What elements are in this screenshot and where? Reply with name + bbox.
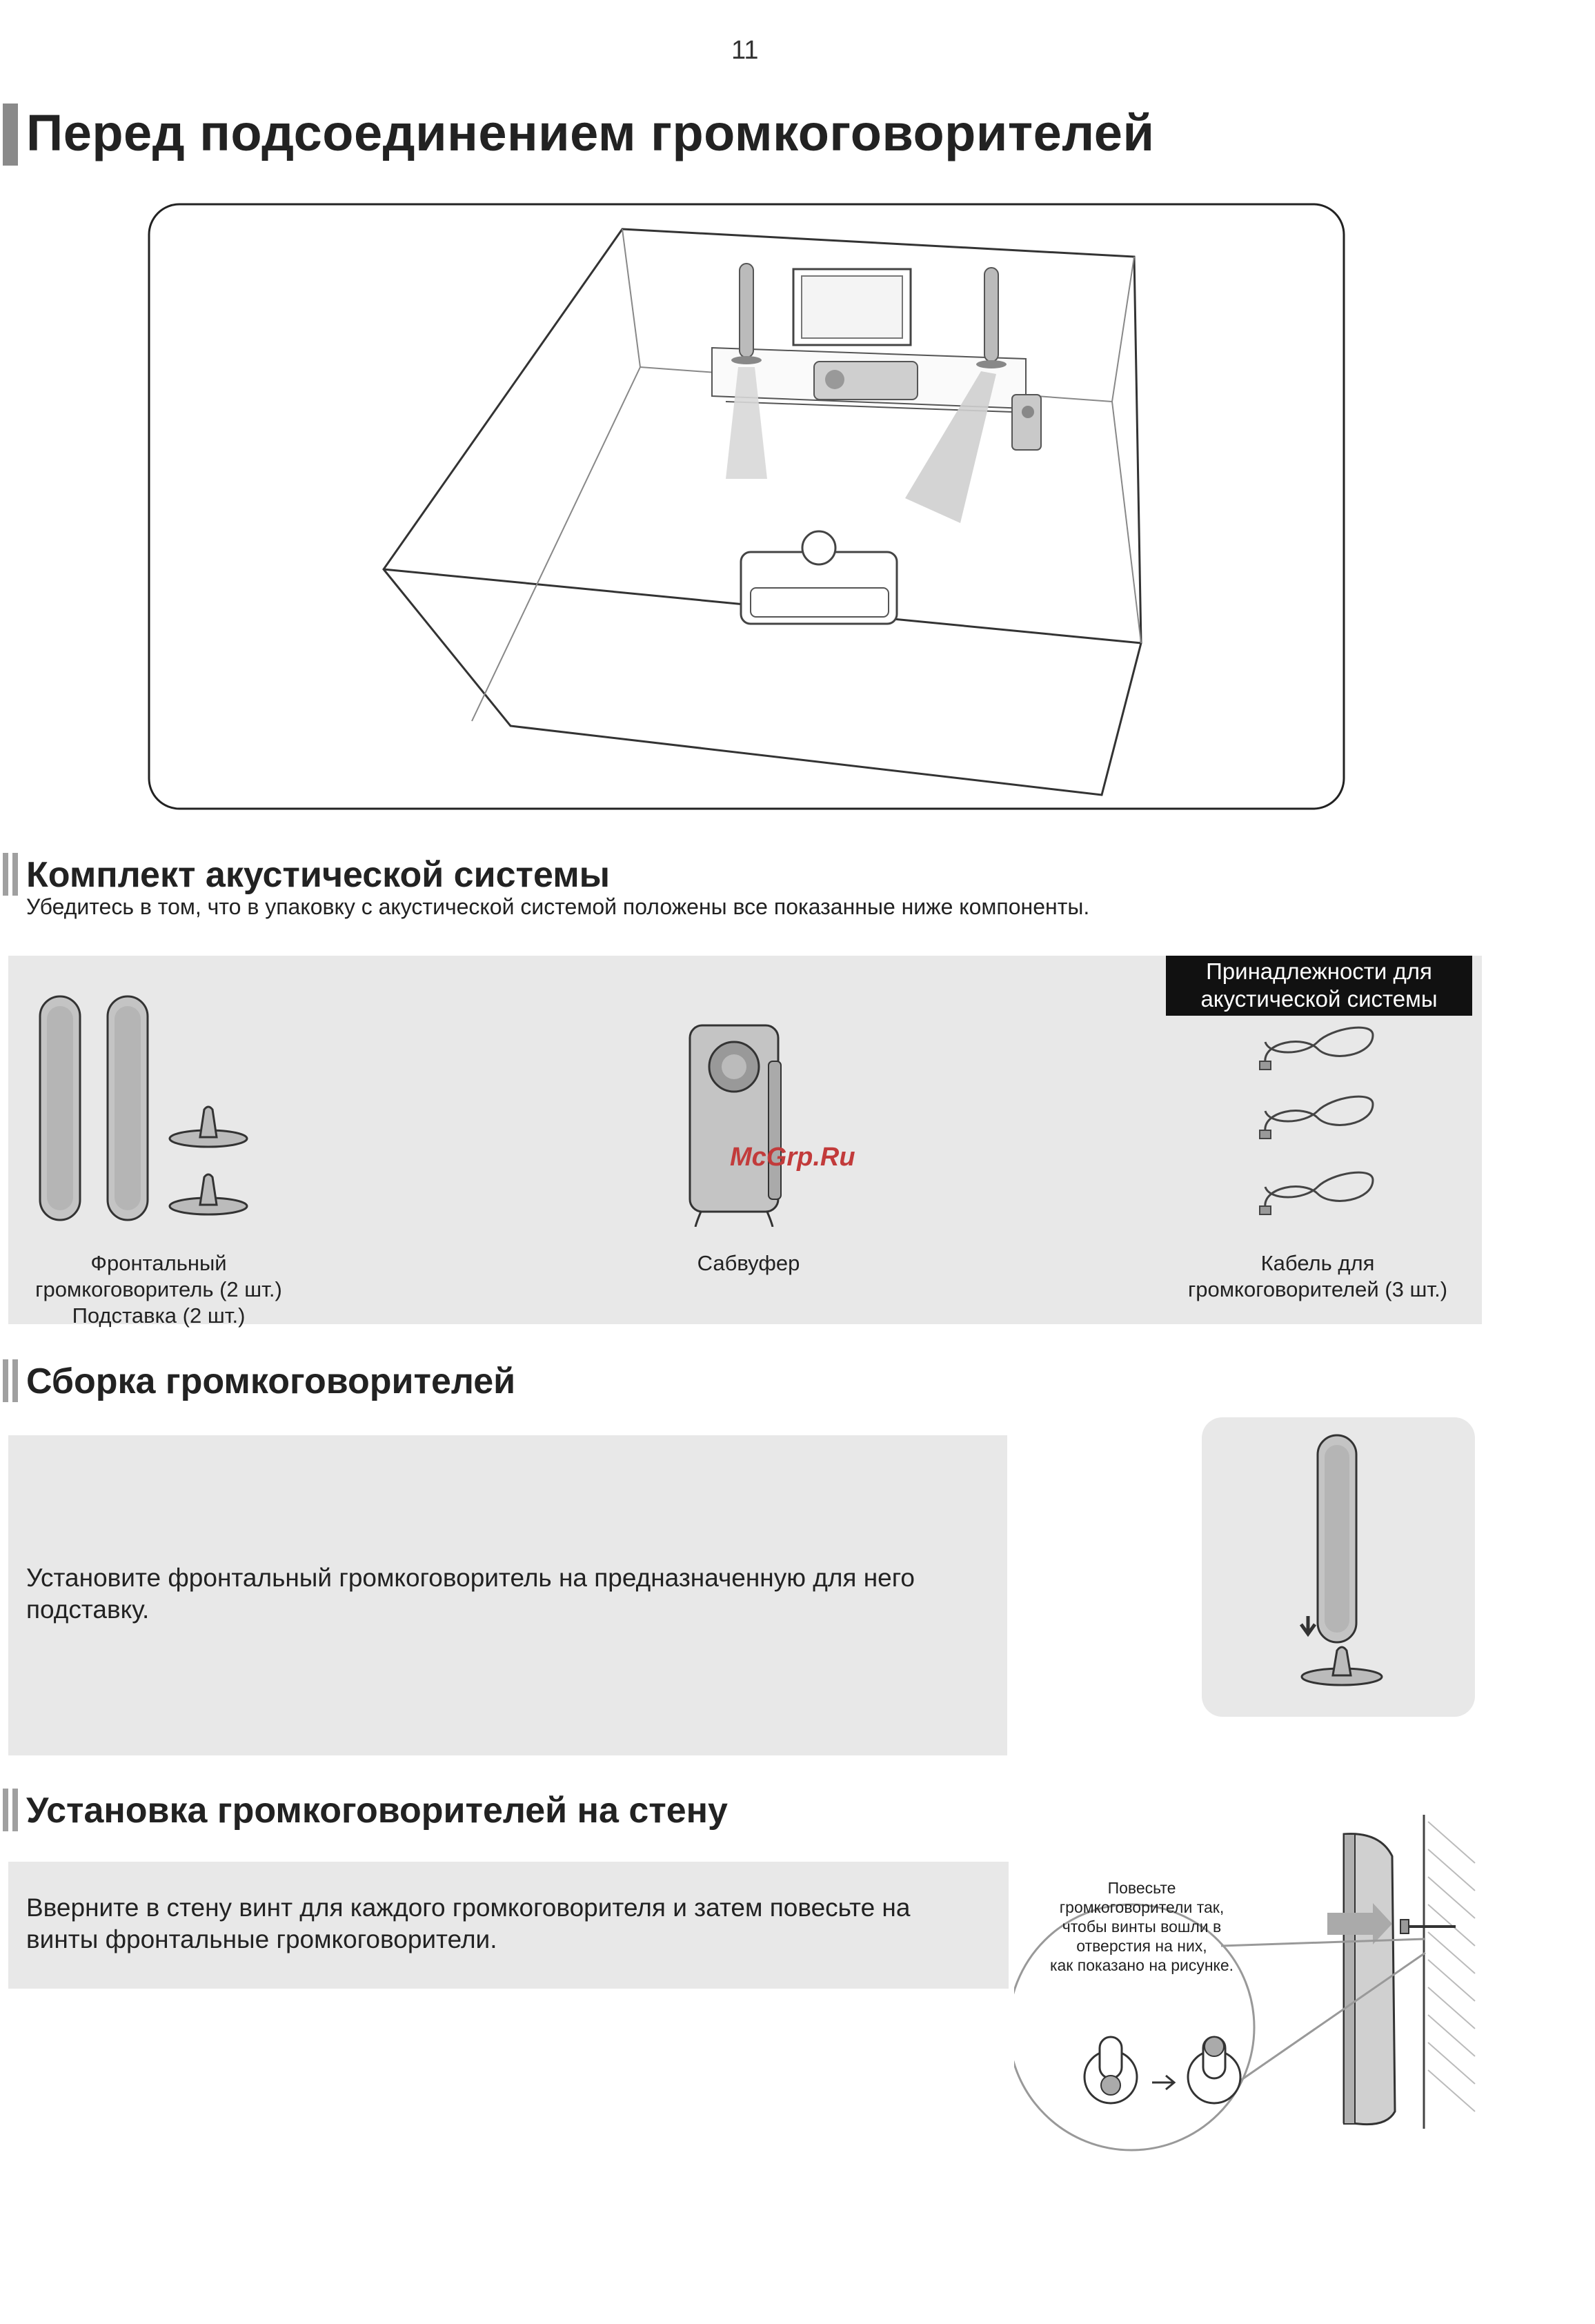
wall-heading: Установка громкоговорителей на стену bbox=[26, 1791, 728, 1831]
wall-text: Вверните в стену винт для каждого громко… bbox=[26, 1892, 910, 1956]
room-setup-illustration bbox=[148, 203, 1345, 810]
hang-note-line2: громкоговорители так, bbox=[1059, 1898, 1225, 1916]
hang-note: Повесьте громкоговорители так, чтобы вин… bbox=[1038, 1878, 1245, 1975]
watermark: McGrp.Ru bbox=[730, 1143, 855, 1172]
kit-heading: Комплект акустической системы bbox=[26, 855, 611, 895]
assembly-text-line2: подставку. bbox=[26, 1595, 150, 1624]
wall-text-line2: винты фронтальные громкоговорители. bbox=[26, 1925, 497, 1953]
accessories-label: Принадлежности для акустической системы bbox=[1166, 956, 1472, 1016]
section-bars bbox=[3, 853, 21, 896]
page-number: 11 bbox=[731, 36, 759, 65]
assembly-text-line1: Установите фронтальный громкоговоритель … bbox=[26, 1564, 915, 1592]
assembly-text: Установите фронтальный громкоговоритель … bbox=[26, 1562, 915, 1626]
page-title: Перед подсоединением громкоговорителей bbox=[26, 104, 1155, 161]
speaker-on-stand-image bbox=[1202, 1417, 1475, 1717]
subwoofer-caption: Сабвуфер bbox=[697, 1251, 800, 1275]
assembly-heading: Сборка громкоговорителей bbox=[26, 1361, 516, 1401]
front-caption-line1: Фронтальный bbox=[90, 1251, 227, 1275]
front-speakers-image bbox=[39, 995, 248, 1221]
front-caption-line2: громкоговоритель (2 шт.) bbox=[35, 1277, 282, 1301]
kit-subtitle: Убедитесь в том, что в упаковку с акусти… bbox=[26, 894, 1090, 919]
hang-note-line5: как показано на рисунке. bbox=[1049, 1956, 1234, 1974]
speaker-cables-image bbox=[1259, 1026, 1374, 1215]
assembly-panel bbox=[8, 1435, 1007, 1755]
wall-mount-illustration bbox=[1014, 1815, 1476, 2151]
hang-note-line3: чтобы винты вошли в bbox=[1062, 1918, 1222, 1936]
wall-panel bbox=[8, 1862, 1009, 1989]
wall-text-line1: Вверните в стену винт для каждого громко… bbox=[26, 1893, 911, 1922]
section-bars bbox=[3, 1789, 21, 1831]
cable-caption-line1: Кабель для bbox=[1260, 1251, 1375, 1275]
hang-note-line4: отверстия на них, bbox=[1076, 1937, 1207, 1955]
cable-caption-line2: громкоговорителей (3 шт.) bbox=[1187, 1277, 1448, 1301]
hang-note-line1: Повесьте bbox=[1107, 1879, 1176, 1897]
subwoofer-image bbox=[688, 1024, 782, 1227]
title-bar bbox=[3, 104, 18, 166]
front-caption-line3: Подставка (2 шт.) bbox=[72, 1303, 246, 1328]
cable-caption: Кабель для громкоговорителей (3 шт.) bbox=[1159, 1250, 1476, 1303]
section-bars bbox=[3, 1359, 21, 1402]
front-caption: Фронтальный громкоговоритель (2 шт.) Под… bbox=[21, 1250, 297, 1329]
